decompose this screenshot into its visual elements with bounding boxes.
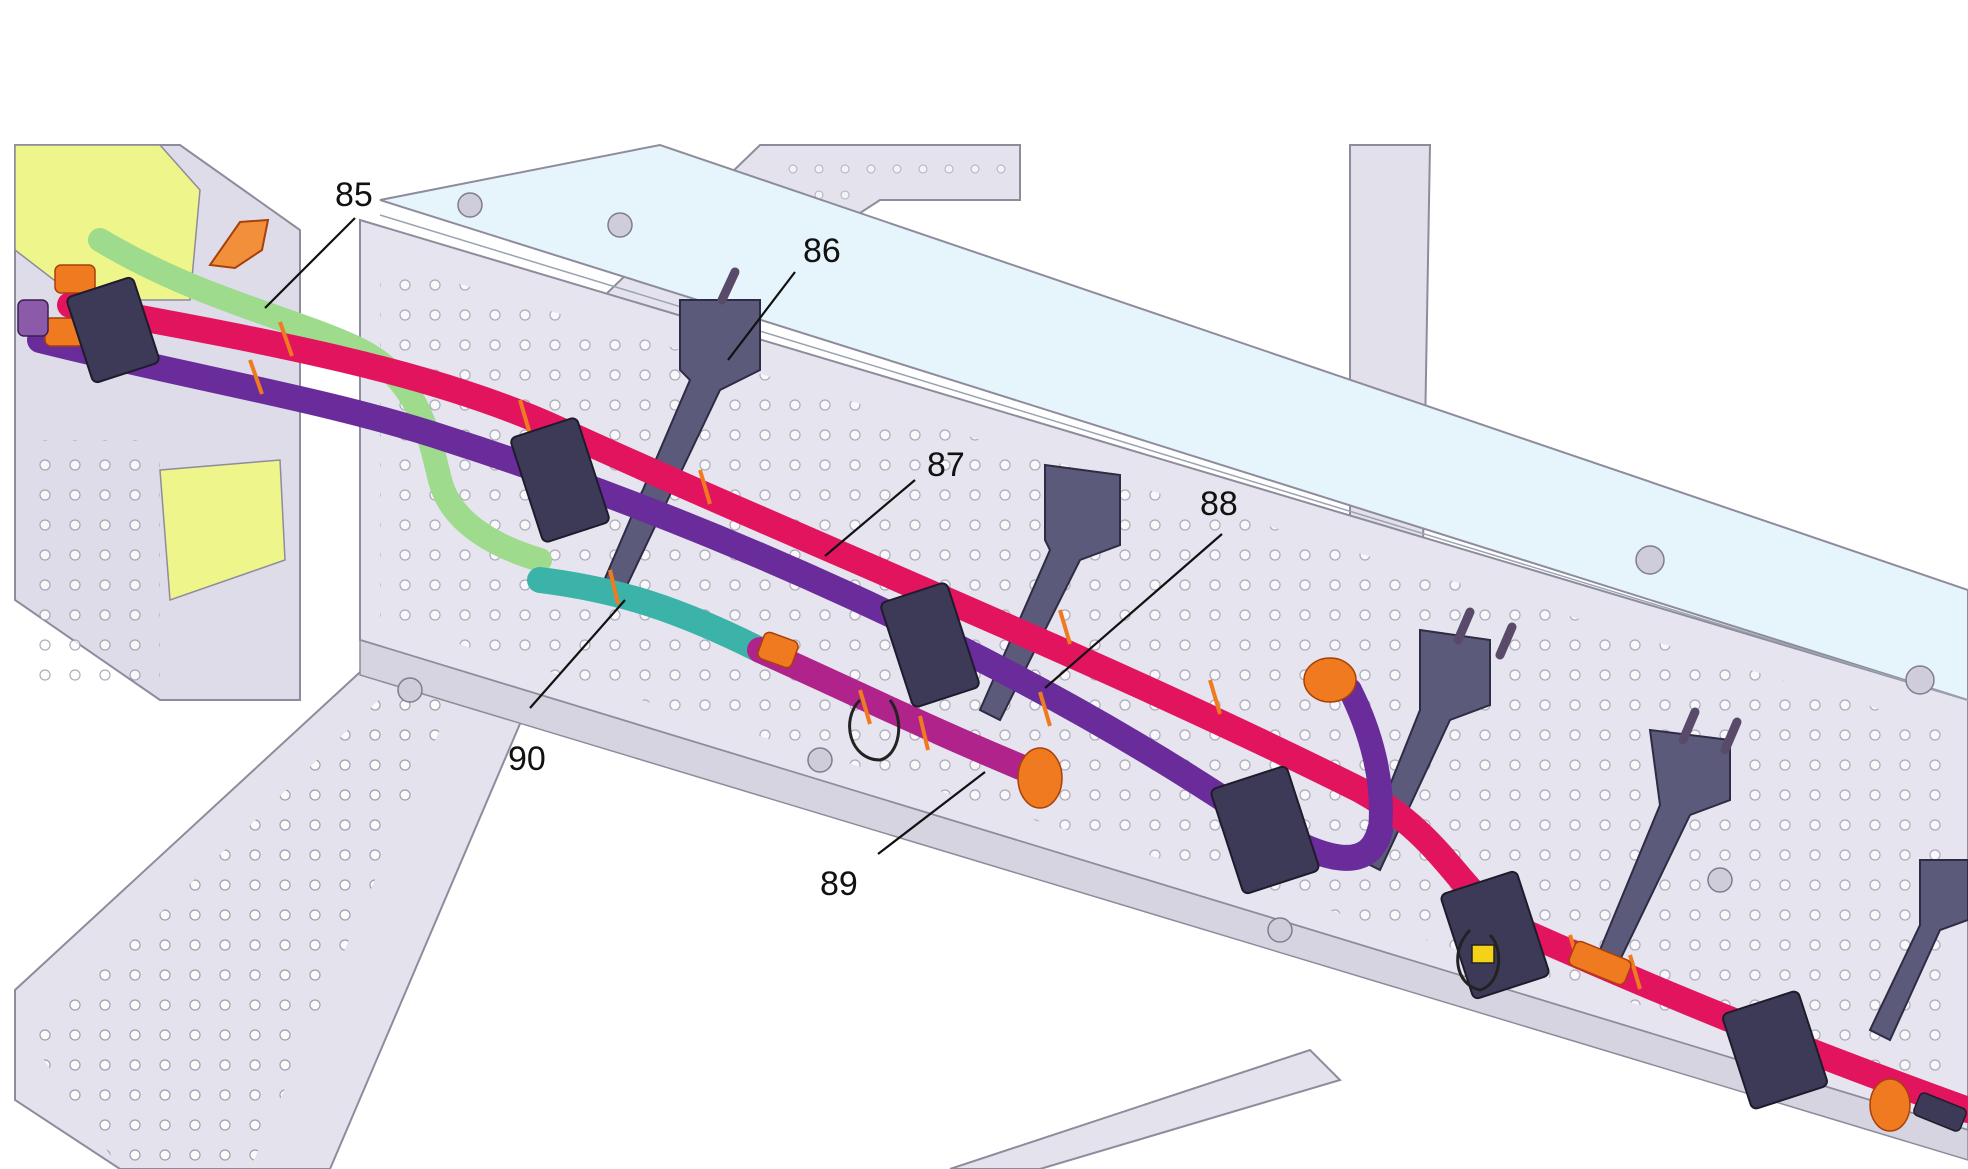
callout-labels: 85 86 87 88 89 90 [335,176,1238,903]
leader-lines [264,217,1223,855]
callout-87: 87 [927,446,965,484]
leader-88 [1044,533,1223,689]
clamp-1 [66,276,160,384]
callout-88: 88 [1200,485,1238,523]
bracket-5 [1868,859,1968,1042]
side-rail-top-flange [379,143,1968,702]
connector-right-inline [1568,940,1632,986]
hose-magenta-89 [747,637,1053,788]
connector-teal-end [757,631,799,669]
leader-85 [264,217,356,309]
connector-left-1 [54,264,96,294]
end-fitting-right [1913,1092,1967,1132]
clamp-6 [1722,990,1828,1110]
cable-tie-loop-2 [1456,928,1501,992]
green-tab [208,218,270,270]
connectors [44,264,1911,1132]
lower-strut [949,1048,1342,1169]
clamp-5 [1440,870,1550,1000]
clamp-4 [1210,765,1320,895]
chassis-frame [14,143,1968,1169]
cable-tie-loop [848,698,901,762]
connector-89-end [1017,747,1063,809]
orange-bands [248,321,1642,990]
callout-85: 85 [335,176,373,214]
leader-90 [529,599,626,709]
callout-89: 89 [820,865,858,903]
leader-87 [824,479,916,557]
callout-86: 86 [803,232,841,270]
clamp-3 [880,582,980,708]
hose-red-87 [57,292,1968,1123]
bracket-2 [978,463,1121,722]
yellow-component-lower [159,459,286,602]
bracket-4 [1598,728,1731,962]
hose-riser [1338,678,1393,842]
clamp-2 [510,417,610,543]
end-fitting-left [17,299,49,337]
hose-clamps [66,276,1828,1110]
connector-right-end [1869,1078,1911,1132]
leader-86 [727,271,796,361]
leader-89 [877,771,986,855]
connector-riser-top [1303,657,1357,703]
hose-teal-90 [527,567,773,663]
callout-90: 90 [508,740,546,778]
bracket-bolts [717,267,1742,755]
side-rail-bottom-flange [359,638,1968,1161]
yellow-sensor [1471,944,1495,964]
